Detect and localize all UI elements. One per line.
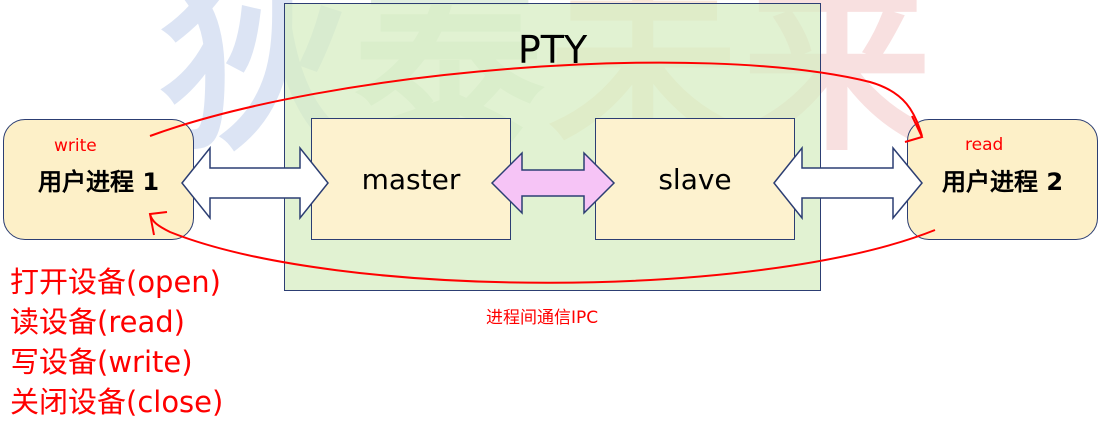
slave-box: slave bbox=[595, 118, 795, 240]
right-double-arrow bbox=[773, 145, 923, 221]
middle-double-arrow bbox=[490, 151, 616, 215]
left-double-arrow bbox=[181, 145, 329, 221]
read-arrowhead bbox=[904, 115, 924, 143]
operation-read: 读设备(read) bbox=[10, 305, 185, 339]
write-arrowhead bbox=[148, 211, 168, 236]
ipc-label: 进程间通信IPC bbox=[486, 308, 599, 328]
user-process-2: 用户进程 2 bbox=[907, 119, 1098, 240]
slave-label: slave bbox=[658, 162, 732, 196]
read-to-write-curve bbox=[149, 213, 936, 284]
operation-write: 写设备(write) bbox=[10, 345, 193, 379]
operation-close: 关闭设备(close) bbox=[10, 385, 224, 419]
user-process-1: 用户进程 1 bbox=[3, 119, 194, 240]
master-label: master bbox=[361, 162, 461, 196]
write-annotation: write bbox=[54, 136, 97, 156]
read-annotation: read bbox=[965, 135, 1004, 155]
user-process-1-label: 用户进程 1 bbox=[37, 168, 160, 196]
device-operations-list: 打开设备(open) 读设备(read) 写设备(write) 关闭设备(clo… bbox=[10, 262, 223, 422]
write-to-read-curve bbox=[149, 61, 923, 137]
user-process-2-label: 用户进程 2 bbox=[941, 168, 1064, 196]
operation-open: 打开设备(open) bbox=[10, 265, 222, 299]
